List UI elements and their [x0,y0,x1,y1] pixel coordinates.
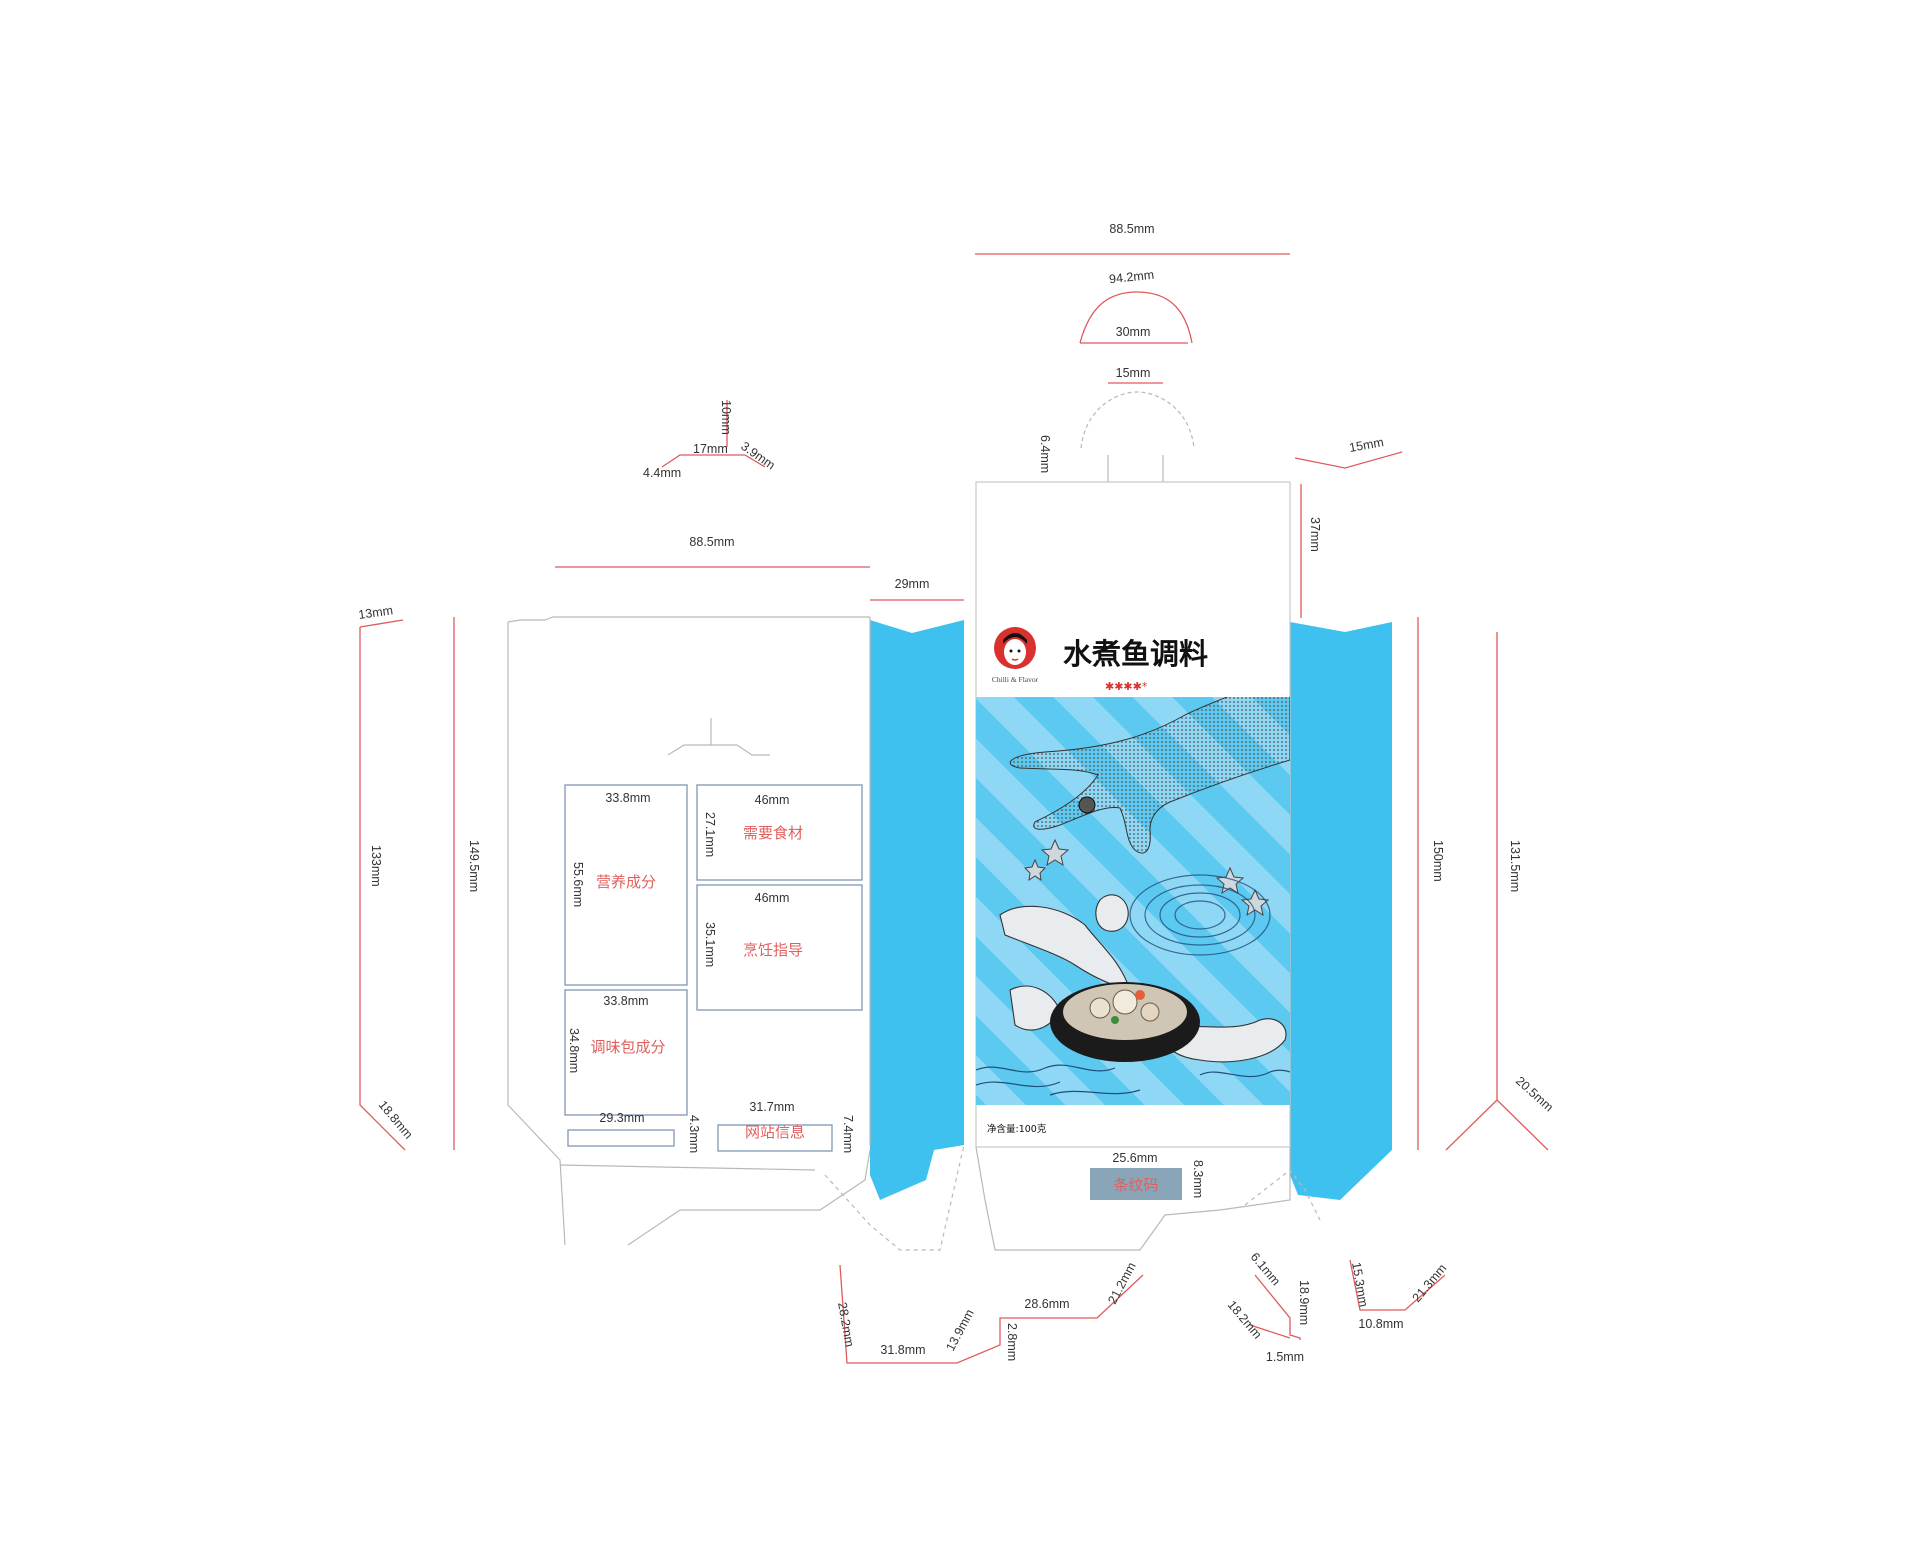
ingredients-box [696,784,863,881]
wave-illustration [976,1064,1290,1096]
barcode-label: 条纹码 [1113,1176,1158,1194]
dim-back-width: 88.5mm [689,535,734,549]
right-side-panel [1290,622,1392,1200]
front-bottom-flap [975,1146,1321,1251]
star-decorations [1023,838,1270,917]
seasoning-label: 调味包成分 [590,1038,665,1056]
barcode-height: 8.3mm [1191,1160,1205,1198]
dim-top-flap-height: 37mm [1308,517,1322,552]
brand-logo [994,627,1036,669]
dim-hanger-width: 15mm [1116,366,1151,380]
dim-tab-slope: 3.9mm [738,439,777,472]
spice-level: ✱✱✱✱* [1105,680,1148,693]
dim-top-width: 88.5mm [1109,222,1154,236]
seasoning-height: 34.8mm [567,1028,581,1073]
dim-bottom-j: 1.5mm [1266,1350,1304,1364]
dim-bottom-m: 21.3mm [1410,1261,1450,1305]
left-side-panel [870,620,964,1200]
seasoning-width: 33.8mm [603,994,648,1008]
dim-right-height: 131.5mm [1508,840,1522,892]
hanger-structure [1080,391,1195,482]
cooking-box [696,884,863,1011]
dim-front-height: 150mm [1431,840,1445,882]
dim-hanger-gap: 6.4mm [1038,435,1052,473]
ingredients-label: 需要食材 [743,824,803,842]
website-box [717,1124,833,1152]
nutrition-width: 33.8mm [605,791,650,805]
dim-bottom-g: 6.1mm [1248,1250,1283,1288]
product-title: 水煮鱼调料 [1063,637,1208,671]
dim-bottom-a: 28.2mm [835,1301,857,1348]
front-artwork [976,697,1290,1105]
dim-arc-chord: 30mm [1116,325,1151,339]
small-box-height: 4.3mm [687,1115,701,1153]
nutrition-height: 55.6mm [571,862,585,907]
dim-arc-length: 94.2mm [1108,268,1154,287]
dimension-lines [359,253,1549,1364]
fish-bowl-illustration [1050,982,1200,1062]
dim-side-width: 29mm [895,577,930,591]
dim-bottom-l: 10.8mm [1358,1317,1403,1331]
seasoning-box [564,989,688,1116]
swirl-illustration [1129,874,1271,956]
dim-bottom-c: 13.9mm [943,1307,977,1353]
website-height: 7.4mm [841,1115,855,1153]
dim-bottom-b: 31.8mm [880,1343,925,1357]
cooking-label: 烹饪指导 [743,941,803,959]
dim-bottom-e: 28.6mm [1024,1297,1069,1311]
dim-right-tuck: 15mm [1348,435,1385,455]
front-panel: Chilli & Flavor 水煮鱼调料 ✱✱✱✱* [975,481,1291,1148]
dim-bottom-d: 2.8mm [1005,1323,1019,1361]
ingredients-width: 46mm [755,793,790,807]
net-weight: 净含量:100克 [987,1123,1047,1135]
website-label: 网站信息 [745,1123,805,1141]
dim-glue-height: 133mm [369,845,383,887]
dim-right-bottom: 20.5mm [1513,1074,1556,1115]
brand-caption: Chilli & Flavor [992,675,1039,684]
dim-bottom-i: 18.9mm [1297,1280,1311,1325]
cooking-width: 46mm [755,891,790,905]
back-panel-outline [507,616,965,1251]
info-boxes [564,784,863,1152]
dim-glue-tab: 13mm [357,603,393,622]
small-box-width: 29.3mm [599,1111,644,1125]
dim-tab-height: 10mm [719,400,733,435]
barcode-width: 25.6mm [1112,1151,1157,1165]
dim-bottom-k: 15.3mm [1349,1261,1371,1308]
dim-back-height: 149.5mm [467,840,481,892]
cooking-height: 35.1mm [703,922,717,967]
dim-glue-bottom: 18.8mm [376,1098,416,1142]
small-info-box [567,1129,675,1147]
barcode-box [1090,1168,1182,1200]
ingredients-height: 27.1mm [703,812,717,857]
nutrition-label: 营养成分 [596,873,656,891]
website-width: 31.7mm [749,1100,794,1114]
nutrition-box [564,784,688,986]
dim-bottom-h: 18.2mm [1225,1298,1265,1342]
hand-illustration [1009,697,1290,854]
dim-tab-left: 4.4mm [643,466,681,480]
dim-tab-width: 17mm [693,442,728,456]
